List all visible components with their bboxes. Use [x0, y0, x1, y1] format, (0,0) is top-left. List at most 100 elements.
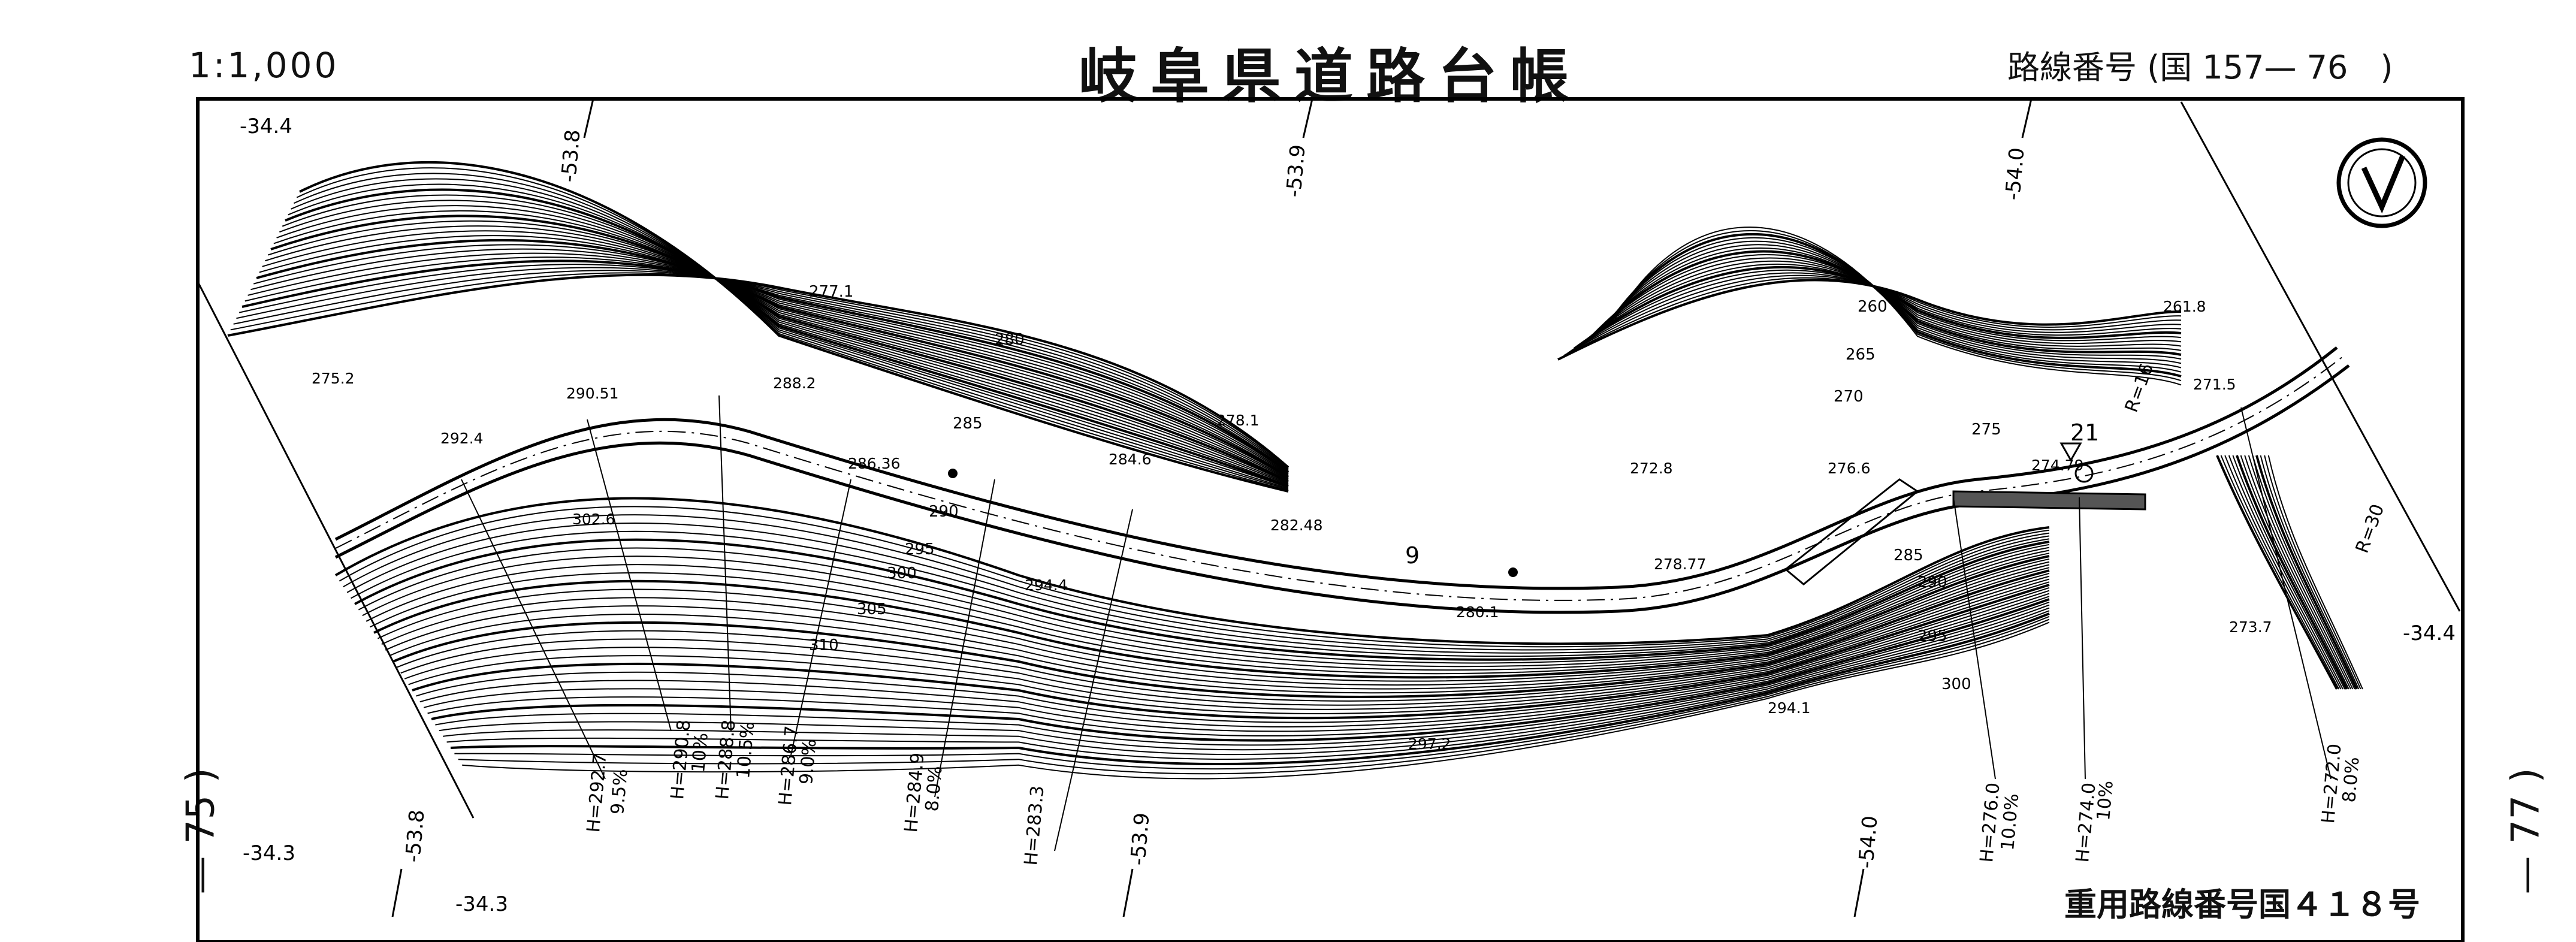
- contour-line: [1557, 279, 2182, 361]
- contour-line: [267, 220, 1289, 482]
- contour-line: [423, 593, 2050, 732]
- contour-line: [1589, 250, 2182, 356]
- gradient-h: H=292.7: [583, 752, 611, 834]
- contour-line: [2264, 455, 2361, 690]
- grid-label: -53.8: [401, 809, 430, 864]
- gradient-pct: 9.0%: [796, 738, 821, 786]
- road: [334, 346, 2350, 614]
- contour-line: [282, 194, 1289, 487]
- spot-height: 294.4: [1025, 576, 1068, 594]
- contour-line: [370, 552, 2050, 675]
- contour-label: 295: [905, 541, 935, 558]
- grid-tick: [583, 98, 594, 138]
- contour-line: [1612, 227, 2182, 386]
- contour-line: [2232, 455, 2346, 690]
- contour-label: 270: [1834, 388, 1864, 406]
- contour-lines: [227, 161, 2363, 780]
- contour-line: [244, 256, 1289, 474]
- spot-height: 290.51: [566, 385, 618, 402]
- contour-label: 285: [1894, 547, 1923, 564]
- contour-line: [2248, 455, 2354, 690]
- grid-label: -53.8: [557, 129, 585, 183]
- contour-label: 305: [857, 600, 887, 618]
- contour-line: [262, 230, 1289, 480]
- contour-line: [273, 210, 1289, 484]
- grid-labels: -34.4 -53.8 -53.9 -54.0 -34.3 -53.8 -34.…: [240, 114, 2456, 916]
- spot-height: 261.8: [2163, 298, 2206, 315]
- contour-line: [285, 188, 1289, 488]
- contour-line: [299, 161, 1289, 493]
- contour-label: 290: [929, 503, 959, 521]
- contour-line: [1573, 265, 2182, 350]
- map-frame: [196, 97, 2465, 942]
- grid-tick: [1853, 868, 1865, 917]
- contour-line: [230, 272, 1289, 469]
- contour-line: [236, 267, 1289, 471]
- contour-line: [416, 587, 2050, 723]
- spot-height: 297.2: [1408, 735, 1451, 753]
- grid-tick: [2021, 98, 2033, 138]
- grid-label: -54.0: [1854, 815, 1883, 869]
- grid-label: -54.0: [2001, 147, 2030, 201]
- contour-line: [233, 270, 1289, 470]
- contour-line: [2252, 455, 2355, 690]
- contour-line: [250, 248, 1289, 476]
- grid-tick: [391, 868, 403, 917]
- contour-line: [443, 607, 2050, 756]
- contour-line: [334, 497, 2050, 645]
- contour-line: [454, 615, 2050, 770]
- contour-line: [291, 178, 1289, 490]
- spot-height: 286.36: [848, 455, 900, 472]
- contour-line: [293, 173, 1289, 490]
- spot-height: 275.2: [312, 370, 355, 387]
- contour-line: [400, 575, 2050, 706]
- gradient-pct: 10%: [2093, 780, 2118, 821]
- curve-labels: R=16 R=30: [2121, 361, 2389, 556]
- contour-line: [373, 555, 2050, 679]
- contour-line: [288, 183, 1289, 488]
- grid-label: -53.9: [1126, 812, 1155, 866]
- spot-height: 272.8: [1630, 460, 1673, 477]
- contour-label: 290: [1917, 573, 1947, 591]
- contour-label: 285: [953, 415, 983, 433]
- route-marker: 21: [2070, 419, 2099, 446]
- contour-line: [346, 522, 2050, 654]
- contour-line: [1599, 240, 2182, 369]
- contour-line: [431, 598, 2050, 742]
- grid-label: -34.3: [455, 892, 508, 916]
- contour-label: 300: [1941, 675, 1971, 693]
- spot-height: 274.79: [2031, 457, 2083, 474]
- grid-tick: [1122, 868, 1134, 917]
- contour-line: [1560, 277, 2182, 358]
- contour-line: [2220, 455, 2340, 690]
- contour-line: [2255, 455, 2358, 690]
- contour-line: [227, 273, 1289, 469]
- grid-line: [2180, 101, 2461, 612]
- contour-label: 295: [1917, 627, 1947, 645]
- spot-height: 278.77: [1654, 555, 1706, 573]
- contour-line: [241, 259, 1289, 473]
- grid-label: -34.4: [240, 114, 292, 138]
- contour-line: [279, 200, 1289, 485]
- spot-height: 280.1: [1456, 603, 1499, 621]
- grid-label: -53.9: [1282, 144, 1310, 198]
- grid-label: -34.3: [243, 841, 295, 865]
- gradient-pct: 8.0%: [922, 765, 947, 813]
- contour-line: [389, 567, 2050, 694]
- contour-line: [462, 621, 2050, 780]
- contour-line: [2216, 455, 2338, 690]
- contour-label: 300: [887, 564, 917, 582]
- contour-label: 275: [1971, 421, 2001, 439]
- north-arrow-icon: [2336, 137, 2427, 228]
- contour-line: [276, 205, 1289, 485]
- contour-line: [412, 584, 2050, 720]
- spot-height: 273.7: [2229, 618, 2272, 636]
- contour-line: [253, 244, 1289, 477]
- contour-line: [458, 618, 2050, 775]
- contour-line: [2240, 455, 2349, 690]
- contour-line: [2224, 455, 2342, 690]
- spot-height: 282.48: [1270, 517, 1322, 534]
- grid-lines: [197, 98, 2461, 917]
- grid-label: -34.4: [2403, 621, 2456, 645]
